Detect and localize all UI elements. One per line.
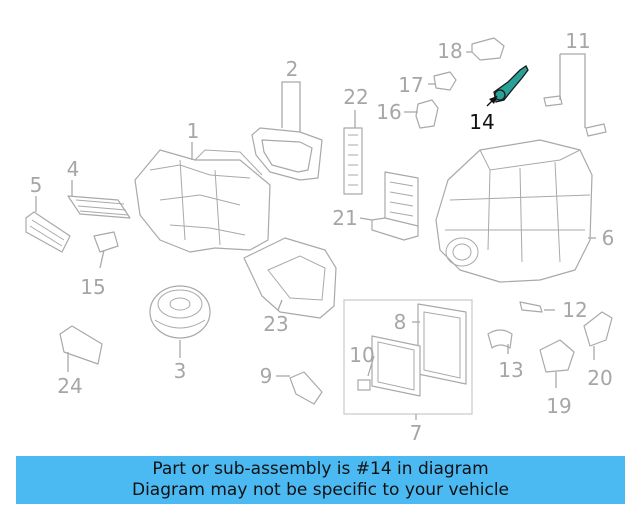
part-11 bbox=[543, 95, 607, 137]
banner-line-1: Part or sub-assembly is #14 in diagram bbox=[152, 459, 489, 479]
part-18 bbox=[471, 37, 505, 61]
callout-8: 8 bbox=[394, 310, 407, 334]
part-2-seal bbox=[251, 127, 323, 181]
callout-9: 9 bbox=[260, 364, 273, 388]
part-1-housing bbox=[134, 149, 271, 253]
part-13 bbox=[487, 329, 513, 349]
callout-23: 23 bbox=[263, 312, 288, 336]
info-banner: Part or sub-assembly is #14 in diagram D… bbox=[16, 456, 625, 504]
part-8-heater-core bbox=[417, 303, 467, 385]
part-14-highlighted bbox=[493, 65, 529, 103]
part-19 bbox=[539, 339, 575, 373]
callout-2: 2 bbox=[286, 57, 299, 81]
callout-7: 7 bbox=[410, 421, 423, 445]
part-3-blower bbox=[149, 285, 211, 339]
callout-22: 22 bbox=[343, 85, 368, 109]
part-5 bbox=[25, 211, 71, 253]
part-6-housing bbox=[435, 139, 593, 283]
callout-20: 20 bbox=[587, 366, 612, 390]
callout-18: 18 bbox=[437, 39, 462, 63]
part-9 bbox=[289, 371, 323, 405]
part-15 bbox=[93, 231, 119, 253]
callout-4: 4 bbox=[67, 157, 80, 181]
callout-15: 15 bbox=[80, 275, 105, 299]
callout-14: 14 bbox=[469, 110, 494, 134]
callout-12: 12 bbox=[562, 298, 587, 322]
callout-10: 10 bbox=[349, 343, 374, 367]
part-7-group-box bbox=[343, 299, 473, 415]
part-12 bbox=[519, 301, 543, 313]
part-24 bbox=[59, 325, 103, 365]
callout-1: 1 bbox=[187, 119, 200, 143]
callout-19: 19 bbox=[546, 394, 571, 418]
part-20 bbox=[583, 311, 613, 347]
part-16 bbox=[415, 99, 439, 129]
callout-11: 11 bbox=[565, 29, 590, 53]
callout-labels: 1 2 3 4 5 6 7 8 9 10 11 12 13 14 15 16 1… bbox=[30, 29, 615, 445]
leader-lines bbox=[35, 51, 596, 420]
callout-3: 3 bbox=[174, 359, 187, 383]
part-23-case bbox=[243, 237, 337, 319]
callout-21: 21 bbox=[332, 206, 357, 230]
part-22 bbox=[343, 127, 363, 195]
callout-16: 16 bbox=[376, 100, 401, 124]
callout-17: 17 bbox=[398, 73, 423, 97]
parts-diagram: 1 2 3 4 5 6 7 8 9 10 11 12 13 14 15 16 1… bbox=[25, 29, 615, 445]
callout-13: 13 bbox=[498, 358, 523, 382]
part-17 bbox=[433, 71, 457, 91]
callout-6: 6 bbox=[602, 226, 615, 250]
callout-5: 5 bbox=[30, 173, 43, 197]
part-21 bbox=[371, 171, 419, 241]
part-4-filter bbox=[67, 195, 131, 219]
callout-24: 24 bbox=[57, 374, 82, 398]
banner-line-2: Diagram may not be specific to your vehi… bbox=[131, 480, 509, 500]
part-10-core bbox=[357, 335, 421, 397]
